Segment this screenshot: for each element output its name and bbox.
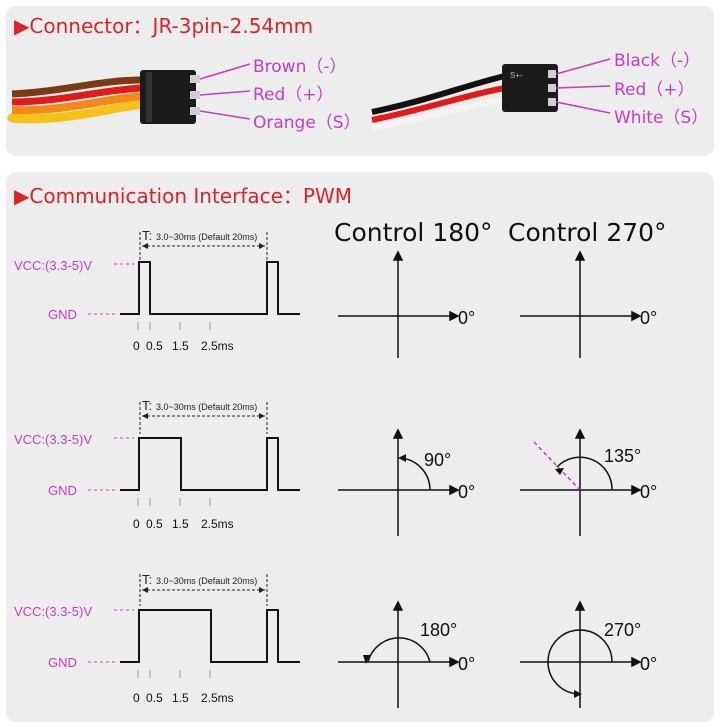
period-prefix: T: [142, 228, 152, 243]
tick-15: 1.5 [172, 517, 189, 531]
vcc-label: VCC:(3.3-5)V [14, 604, 92, 619]
angle-label-270: 270° [604, 620, 641, 640]
pointer-brown [199, 63, 251, 80]
arc-arrowhead [555, 468, 564, 475]
interface-heading-text: Communication Interface：PWM [29, 184, 353, 208]
wire-black [371, 73, 506, 115]
gnd-label: GND [48, 307, 77, 322]
left-pin-3 [190, 107, 200, 115]
wire-yellow [7, 99, 147, 124]
zero-label-180: 0° [458, 654, 475, 674]
pointer-white [555, 101, 611, 114]
label-brown: Brown（-） [253, 57, 347, 77]
arc-arrowhead [574, 690, 582, 698]
period-text: 3.0~30ms (Default 20ms) [156, 402, 257, 412]
left-pin-1 [190, 75, 200, 83]
tick-0: 0 [133, 517, 140, 531]
period-marker [139, 402, 268, 434]
wire-white [371, 97, 506, 131]
right-connector-housing [502, 64, 558, 112]
tick-0: 0 [133, 691, 140, 705]
period-text: 3.0~30ms (Default 20ms) [156, 232, 257, 242]
connector-heading-text: Connector：JR-3pin-2.54mm [29, 14, 314, 38]
time-ticks [137, 322, 211, 330]
period-marker [139, 574, 268, 606]
wire-red [11, 84, 143, 106]
arrow-right-icon: ▶ [14, 184, 30, 208]
pwm-row-3: T: 3.0~30ms (Default 20ms) VCC:(3.3-5)V … [14, 572, 657, 708]
period-prefix: T: [142, 572, 152, 587]
zero-label-270: 0° [640, 654, 657, 674]
angle-arc-180 [367, 637, 431, 663]
angle-arc-135 [556, 456, 613, 491]
label-orange: Orange（S） [253, 113, 361, 133]
pointer-orange [199, 110, 251, 120]
tick-0: 0 [133, 339, 140, 353]
column-header-180: Control 180° [334, 218, 493, 247]
label-black: Black（-） [614, 51, 701, 71]
zero-label-270: 0° [640, 308, 657, 328]
vcc-label: VCC:(3.3-5)V [14, 432, 92, 447]
left-connector-housing [140, 70, 196, 124]
period-prefix: T: [142, 398, 152, 413]
tick-25: 2.5ms [201, 517, 234, 531]
zero-label-180: 0° [458, 482, 475, 502]
gnd-label: GND [48, 483, 77, 498]
tick-15: 1.5 [172, 691, 189, 705]
period-text: 3.0~30ms (Default 20ms) [156, 576, 257, 586]
pointer-red-right [555, 85, 611, 89]
wire-red-right [371, 85, 506, 123]
pointer-black [555, 58, 611, 75]
connector-heading: ▶Connector：JR-3pin-2.54mm [14, 10, 313, 39]
tick-05: 0.5 [146, 517, 163, 531]
pwm-waveform [120, 609, 300, 663]
label-red-right: Red（+） [614, 80, 695, 100]
period-marker [139, 232, 268, 260]
axes-270 [520, 250, 642, 358]
axes-180 [338, 428, 460, 536]
tick-25: 2.5ms [201, 339, 234, 353]
arc-arrowhead [398, 454, 406, 462]
wire-orange [11, 92, 143, 115]
arrow-right-icon: ▶ [14, 14, 30, 38]
right-pin-3 [548, 98, 556, 106]
angle-label-90: 90° [424, 450, 451, 470]
angle-label-180: 180° [420, 620, 457, 640]
pwm-waveform [120, 261, 300, 315]
pointer-red-left [199, 90, 251, 96]
tick-15: 1.5 [172, 339, 189, 353]
right-pin-2 [548, 84, 556, 92]
left-wire-bundle [7, 76, 147, 124]
left-connector-ridge [146, 72, 152, 122]
zero-label-180: 0° [458, 308, 475, 328]
time-ticks [137, 670, 211, 678]
tick-05: 0.5 [146, 691, 163, 705]
tick-05: 0.5 [146, 339, 163, 353]
label-white: White（S） [614, 108, 709, 128]
pwm-row-1: T: 3.0~30ms (Default 20ms) VCC:(3.3-5)V … [14, 228, 657, 358]
time-ticks [137, 498, 211, 506]
column-header-270: Control 270° [508, 218, 667, 247]
axes-270 [520, 600, 642, 708]
plug-marking: S+- [510, 71, 523, 80]
left-pin-2 [190, 91, 200, 99]
arc-arrowhead [363, 655, 370, 664]
pwm-waveform [120, 437, 300, 491]
gnd-label: GND [48, 655, 77, 670]
axes-180 [338, 600, 460, 708]
pwm-row-2: T: 3.0~30ms (Default 20ms) VCC:(3.3-5)V … [14, 398, 657, 536]
axes-180 [338, 250, 460, 358]
zero-label-270: 0° [640, 482, 657, 502]
vcc-label: VCC:(3.3-5)V [14, 258, 92, 273]
interface-heading: ▶Communication Interface：PWM [14, 180, 352, 209]
connector-illustration: S+- [7, 58, 611, 131]
right-pin-1 [548, 70, 556, 78]
angle-label-135: 135° [604, 446, 641, 466]
angle-arc-270 [547, 629, 613, 695]
wire-brown [11, 76, 143, 98]
label-red-left: Red（+） [253, 85, 334, 105]
tick-25: 2.5ms [201, 691, 234, 705]
interface-panel [6, 172, 714, 722]
